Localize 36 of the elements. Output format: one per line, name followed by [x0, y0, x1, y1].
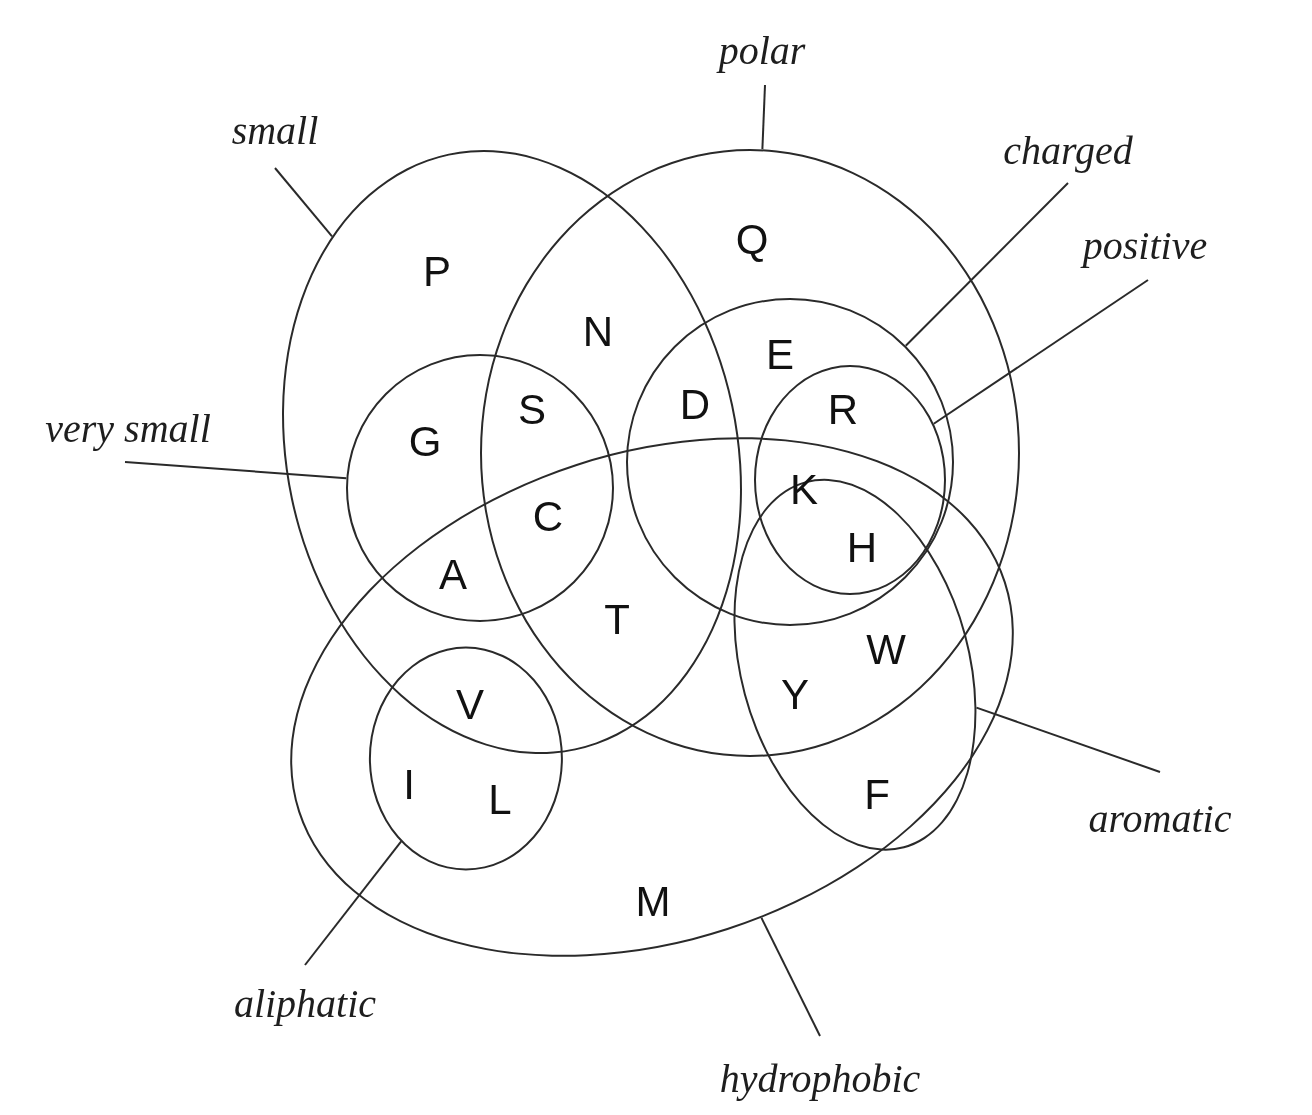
leader-line: [932, 279, 1149, 425]
amino-acid-letter: T: [604, 599, 630, 641]
leader-line: [124, 461, 348, 480]
amino-acid-letter: Q: [735, 219, 769, 261]
amino-acid-letter: N: [582, 311, 614, 353]
leader-line: [274, 167, 334, 238]
amino-acid-letter: R: [827, 389, 859, 431]
set-label: aliphatic: [233, 979, 377, 1027]
amino-acid-letter: A: [439, 554, 467, 596]
amino-acid-letter: Y: [781, 674, 809, 716]
amino-acid-letter: E: [766, 334, 794, 376]
leader-line: [904, 182, 1069, 347]
set-label: aromatic: [1088, 794, 1232, 842]
amino-acid-letter: H: [846, 527, 878, 569]
amino-acid-letter: I: [403, 764, 415, 806]
amino-acid-letter: G: [408, 421, 442, 463]
leader-line: [761, 84, 766, 151]
amino-acid-letter: V: [456, 684, 484, 726]
amino-acid-letter: L: [488, 779, 512, 821]
amino-acid-letter: D: [679, 384, 711, 426]
amino-acid-letter: W: [866, 629, 906, 671]
amino-acid-letter: C: [532, 496, 564, 538]
set-ellipse: [369, 646, 563, 870]
leader-line: [760, 916, 821, 1037]
amino-acid-letter: S: [518, 389, 546, 431]
set-label: very small: [45, 404, 211, 452]
set-label: charged: [1003, 126, 1133, 174]
set-label: hydrophobic: [719, 1054, 921, 1102]
amino-acid-letter: M: [635, 881, 671, 923]
set-label: small: [231, 106, 319, 154]
set-label: polar: [718, 26, 806, 74]
amino-acid-letter: F: [864, 774, 890, 816]
amino-acid-letter: P: [423, 251, 451, 293]
leader-line: [304, 840, 403, 966]
leader-line: [975, 706, 1161, 773]
set-label: positive: [1082, 221, 1208, 269]
